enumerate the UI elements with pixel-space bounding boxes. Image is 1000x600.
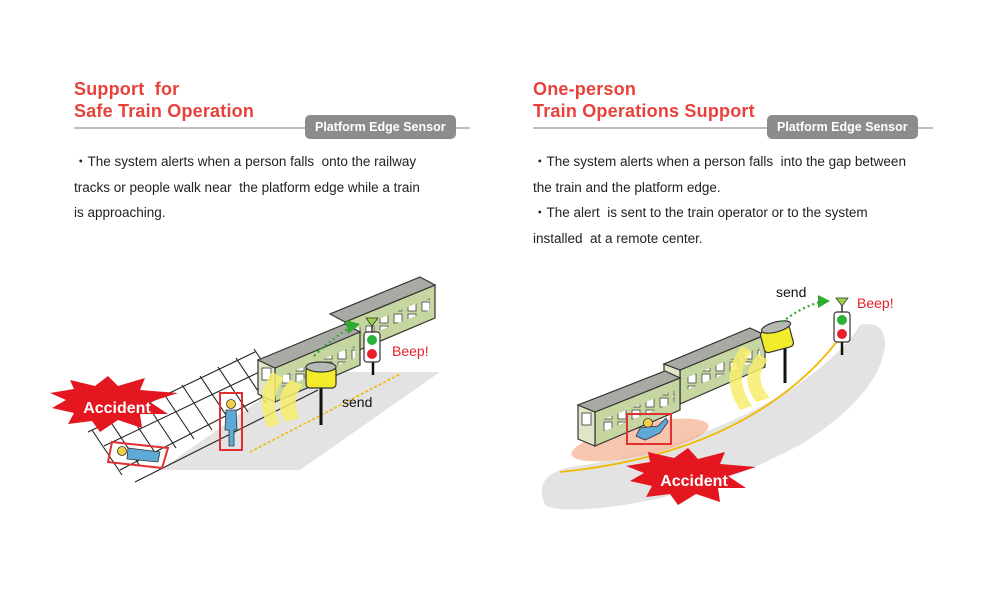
right-accident-burst: Accident xyxy=(626,448,756,505)
left-platform-yellow-line xyxy=(249,373,401,453)
left-scene: send Beep! Accident xyxy=(50,276,440,483)
left-description: ・The system alerts when a person falls o… xyxy=(74,149,474,226)
right-desc-line: installed at a remote center. xyxy=(533,230,703,246)
right-sensor-badge: Platform Edge Sensor xyxy=(767,115,918,139)
right-send-arrow xyxy=(781,295,830,323)
right-description: ・The system alerts when a person falls i… xyxy=(533,149,933,251)
right-desc-line: ・The alert is sent to the train operator… xyxy=(533,205,868,220)
right-platform xyxy=(541,324,885,510)
left-send-arrow xyxy=(313,320,360,357)
left-title-rule xyxy=(74,127,470,129)
left-sensor-badge: Platform Edge Sensor xyxy=(305,115,456,139)
right-desc-line: the train and the platform edge. xyxy=(533,179,721,195)
right-gap-shadow xyxy=(571,418,709,462)
right-train-car-front xyxy=(576,370,682,447)
left-platform-sensor xyxy=(305,361,337,425)
left-accident-burst: Accident xyxy=(50,376,178,432)
left-sensor-waves xyxy=(261,372,303,428)
right-title-line2: Train Operations Support xyxy=(533,101,755,121)
left-signal-light xyxy=(363,317,381,375)
right-platform-sensor xyxy=(759,320,795,383)
left-beep-label: Beep! xyxy=(392,343,429,359)
left-desc-line: tracks or people walk near the platform … xyxy=(74,179,420,195)
left-desc-line: is approaching. xyxy=(74,205,166,220)
left-desc-line: ・The system alerts when a person falls o… xyxy=(74,154,417,169)
left-title-line2: Safe Train Operation xyxy=(74,101,255,121)
right-accident-label: Accident xyxy=(660,473,728,490)
right-title-rule xyxy=(533,127,933,129)
right-signal-light xyxy=(833,297,851,355)
left-send-label: send xyxy=(342,394,372,410)
right-platform-yellow-line xyxy=(559,329,846,473)
left-standing-person xyxy=(219,392,243,451)
right-desc-line: ・The system alerts when a person falls i… xyxy=(533,154,906,169)
left-title-line1: Support for xyxy=(74,79,180,99)
right-sensor-waves xyxy=(729,346,770,410)
left-fallen-person xyxy=(106,440,170,470)
right-beep-label: Beep! xyxy=(857,295,894,311)
left-accident-label: Accident xyxy=(83,400,151,417)
right-scene: send Beep! Accident xyxy=(541,284,894,510)
right-send-label: send xyxy=(776,284,806,300)
right-title-line1: One-person xyxy=(533,79,637,99)
right-fallen-person xyxy=(626,413,672,445)
right-panel: One-person Train Operations Support Plat… xyxy=(533,78,953,246)
left-panel: Support for Safe Train Operation Platfor… xyxy=(74,78,494,220)
